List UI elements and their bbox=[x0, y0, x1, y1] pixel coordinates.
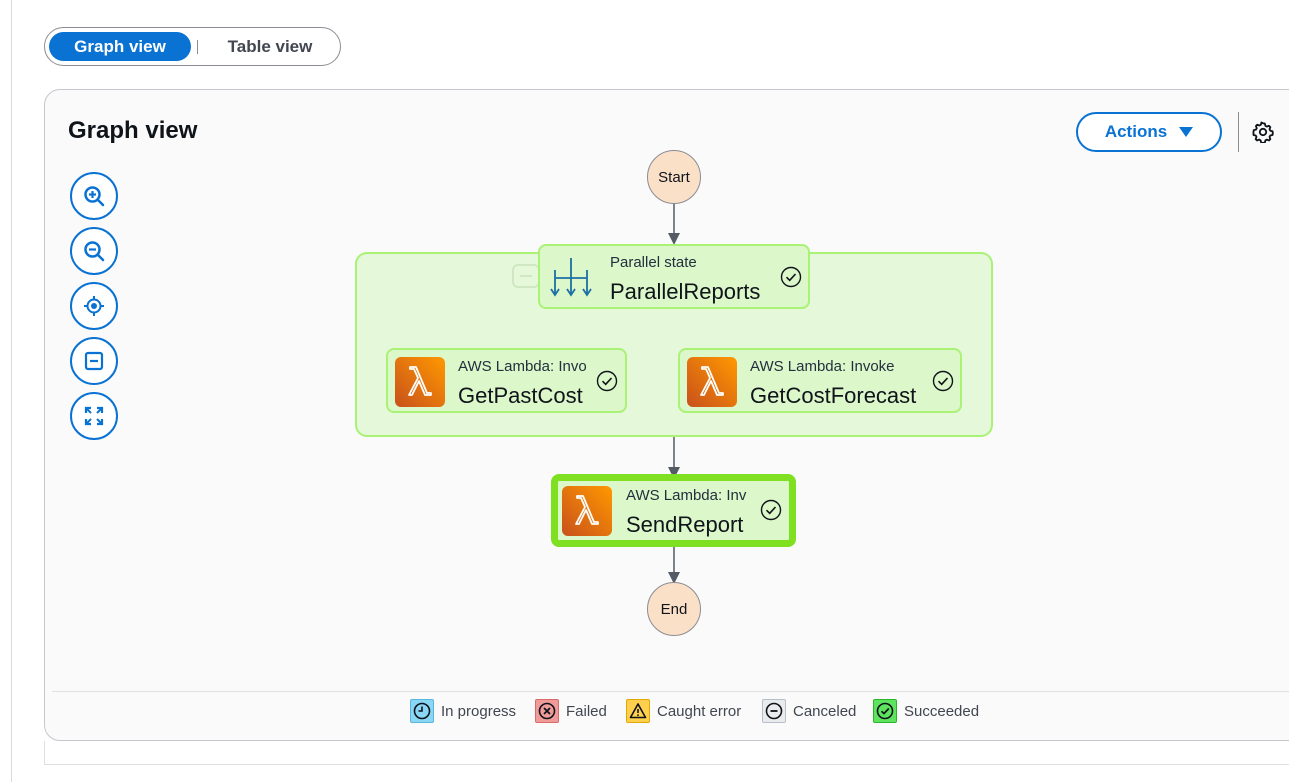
expand-icon bbox=[84, 406, 104, 426]
state-type: AWS Lambda: Invo bbox=[458, 358, 587, 375]
legend-label: Failed bbox=[566, 702, 607, 720]
view-toggle: Graph view Table view bbox=[44, 27, 341, 66]
start-label: Start bbox=[658, 168, 690, 186]
warning-icon bbox=[626, 699, 650, 723]
lambda-icon bbox=[562, 486, 612, 536]
state-name: GetPastCost bbox=[458, 383, 583, 408]
collapse-group-icon[interactable] bbox=[512, 264, 540, 288]
legend-divider bbox=[52, 691, 1289, 692]
get-cost-forecast-node[interactable]: AWS Lambda: Invoke GetCostForecast bbox=[678, 348, 962, 413]
legend-canceled: Canceled bbox=[762, 699, 856, 723]
crosshair-icon bbox=[84, 296, 104, 316]
legend-in-progress: In progress bbox=[410, 699, 516, 723]
state-type: Parallel state bbox=[610, 254, 697, 271]
lambda-icon bbox=[687, 357, 737, 407]
legend-label: Succeeded bbox=[904, 702, 980, 720]
parallel-state-node[interactable]: Parallel state ParallelReports bbox=[538, 244, 810, 309]
state-name: ParallelReports bbox=[610, 279, 761, 304]
legend-failed: Failed bbox=[535, 699, 607, 723]
check-circle-icon bbox=[596, 370, 618, 392]
check-circle-icon bbox=[873, 699, 897, 723]
end-node[interactable]: End bbox=[647, 582, 701, 636]
state-name: GetCostForecast bbox=[750, 383, 917, 408]
zoom-out-button[interactable] bbox=[70, 227, 118, 275]
graph-view-tab[interactable]: Graph view bbox=[49, 32, 191, 61]
center-button[interactable] bbox=[70, 282, 118, 330]
page-left-border bbox=[11, 0, 12, 782]
bottom-panel-edge bbox=[44, 741, 1289, 765]
state-type: AWS Lambda: Inv bbox=[626, 487, 747, 504]
start-node[interactable]: Start bbox=[647, 150, 701, 204]
table-view-tab[interactable]: Table view bbox=[227, 37, 313, 56]
toolbar-divider bbox=[1238, 112, 1239, 152]
gear-icon[interactable] bbox=[1252, 121, 1274, 143]
end-label: End bbox=[660, 600, 688, 618]
actions-button[interactable]: Actions bbox=[1076, 112, 1222, 152]
send-report-node[interactable]: AWS Lambda: Inv SendReport bbox=[551, 474, 796, 547]
collapse-button[interactable] bbox=[70, 337, 118, 385]
legend-label: Canceled bbox=[793, 702, 857, 720]
zoom-in-button[interactable] bbox=[70, 172, 118, 220]
legend-succeeded: Succeeded bbox=[873, 699, 979, 723]
actions-label: Actions bbox=[1104, 122, 1168, 141]
legend-label: In progress bbox=[441, 702, 517, 720]
zoom-out-icon bbox=[84, 241, 105, 262]
check-circle-icon bbox=[932, 370, 954, 392]
collapse-icon bbox=[84, 351, 104, 371]
fit-to-screen-button[interactable] bbox=[70, 392, 118, 440]
state-type: AWS Lambda: Invoke bbox=[750, 358, 895, 375]
zoom-in-icon bbox=[84, 186, 105, 207]
x-circle-icon bbox=[535, 699, 559, 723]
legend-label: Caught error bbox=[657, 702, 742, 720]
lambda-icon bbox=[395, 357, 445, 407]
check-circle-icon bbox=[780, 266, 802, 288]
minus-circle-icon bbox=[762, 699, 786, 723]
state-name: SendReport bbox=[626, 512, 744, 537]
legend-caught-error: Caught error bbox=[626, 699, 741, 723]
panel-title: Graph view bbox=[68, 117, 198, 144]
toggle-separator bbox=[197, 40, 198, 54]
clock-icon bbox=[410, 699, 434, 723]
check-circle-icon bbox=[760, 499, 782, 521]
caret-down-icon bbox=[1179, 127, 1194, 137]
get-past-cost-node[interactable]: AWS Lambda: Invo GetPastCost bbox=[386, 348, 627, 413]
parallel-icon bbox=[550, 258, 592, 297]
